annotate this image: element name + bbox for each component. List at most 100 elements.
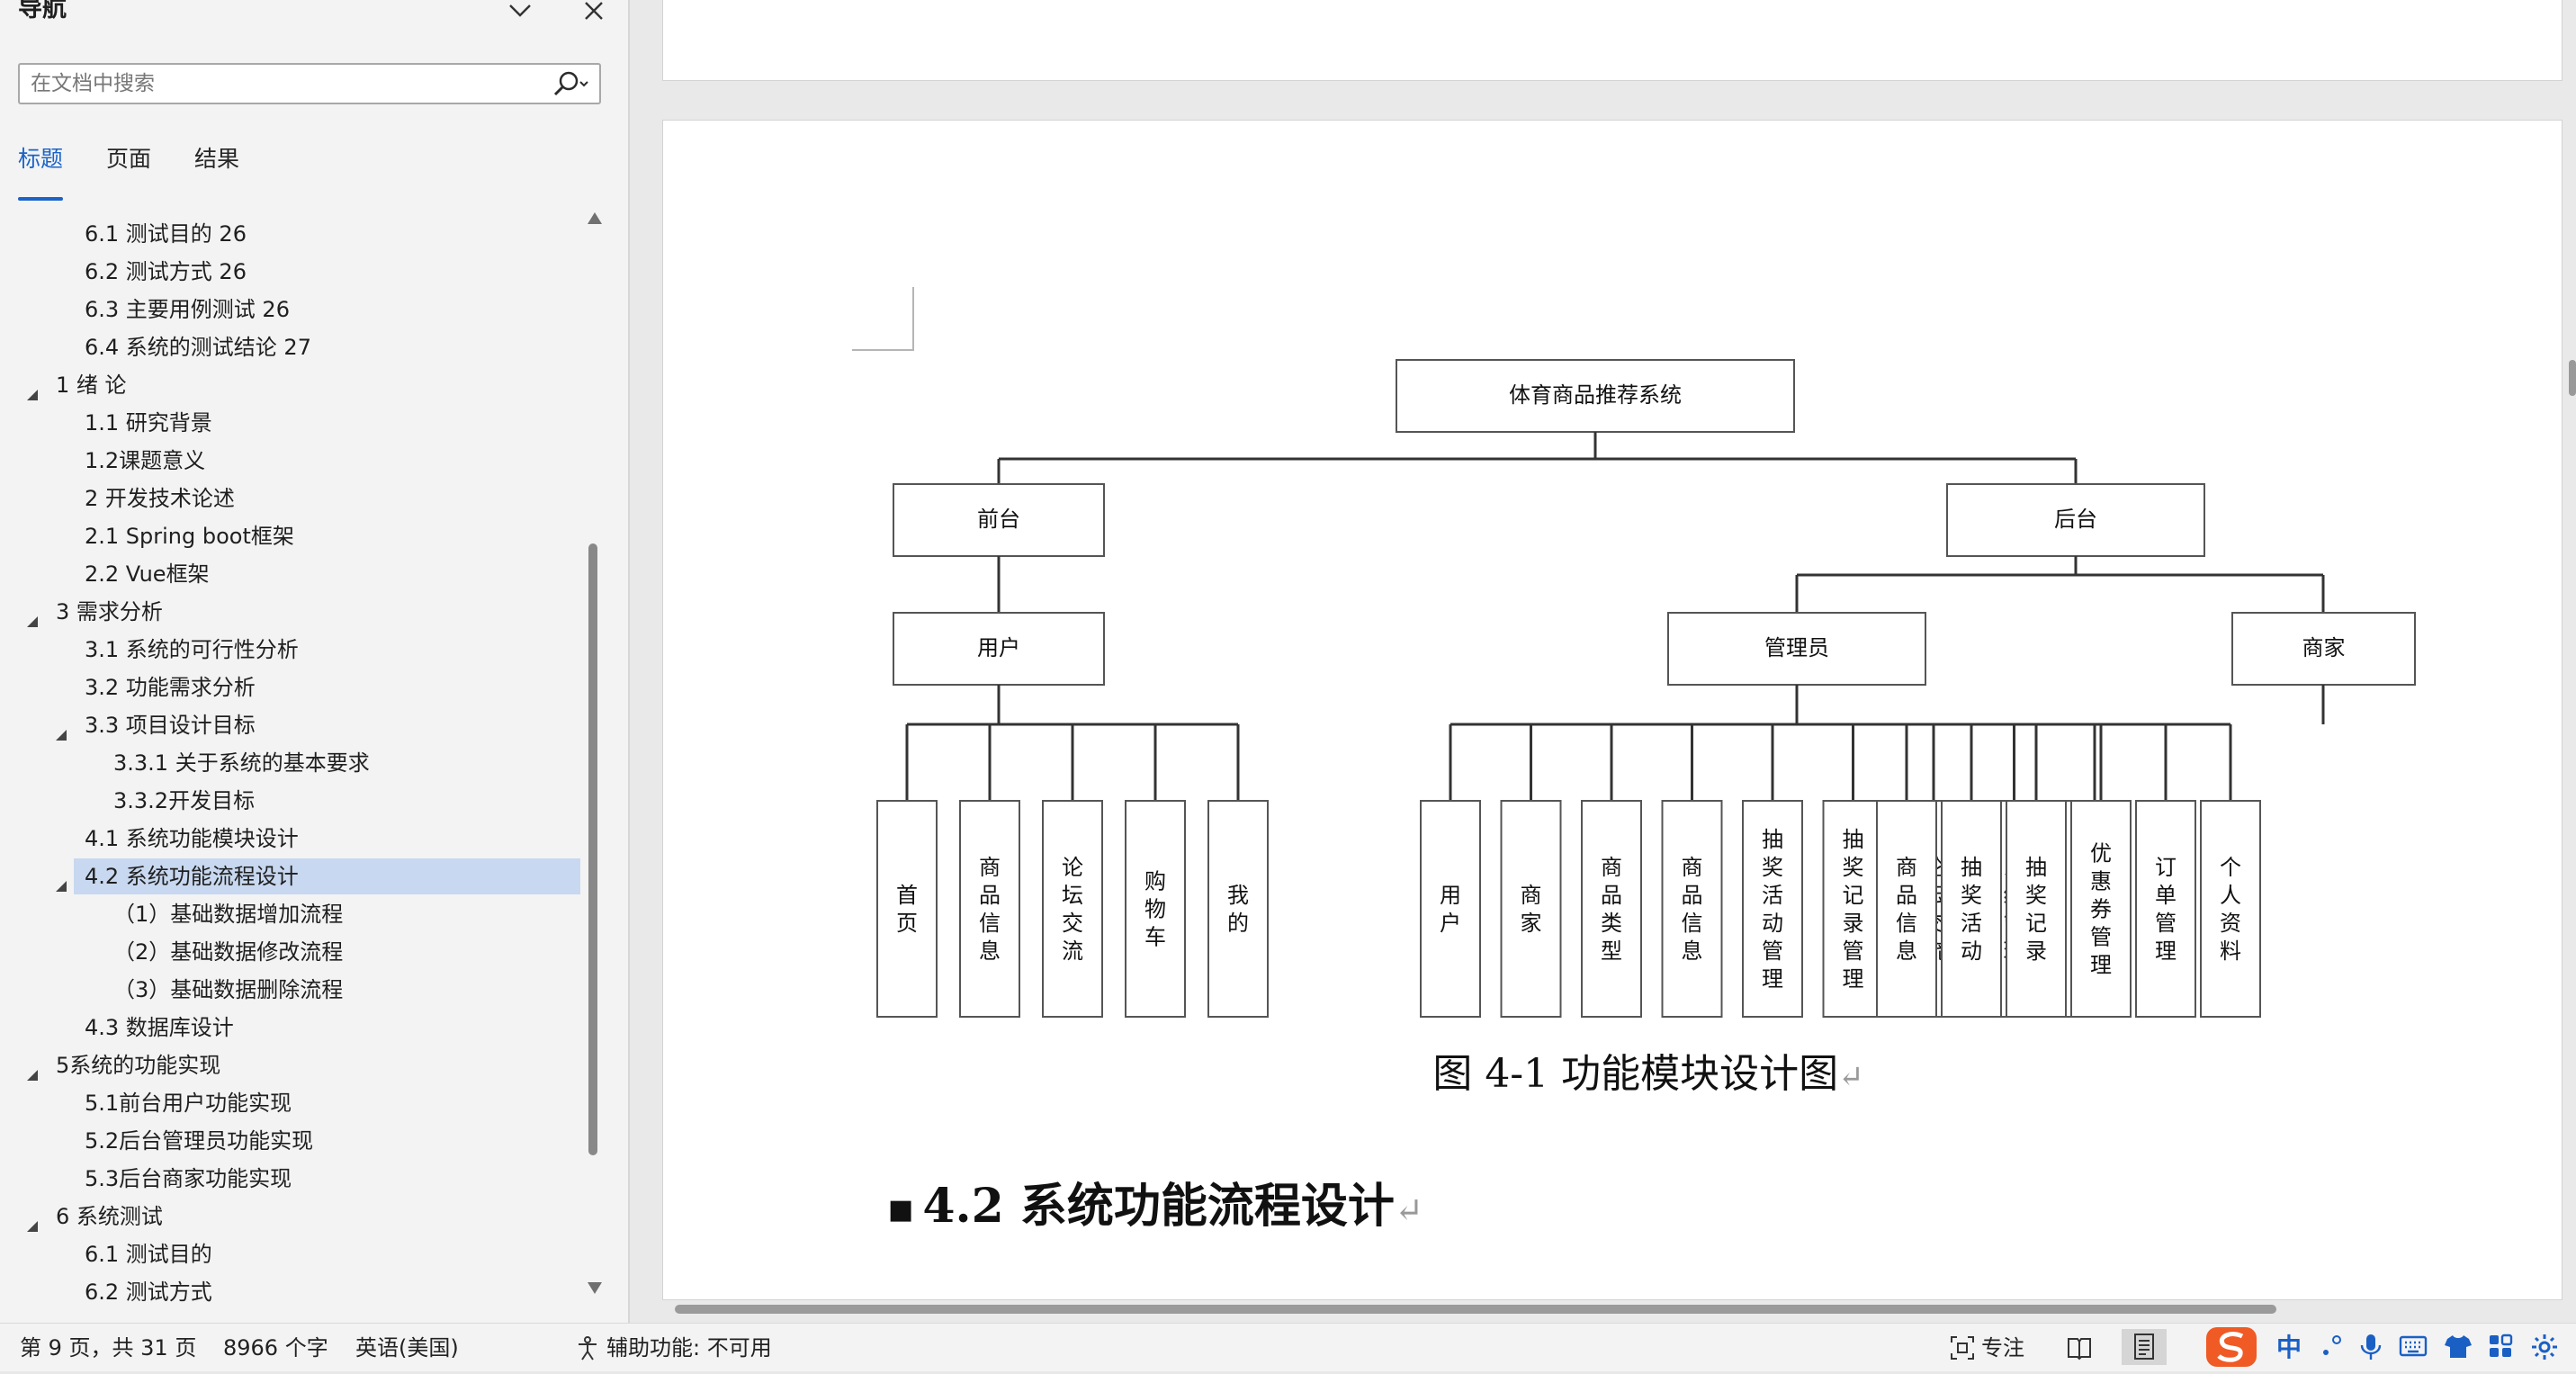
leaf-node	[1042, 800, 1103, 1018]
collapse-triangle-icon[interactable]	[25, 1057, 40, 1093]
outline-item[interactable]: 6.2 测试方式	[0, 1274, 580, 1309]
scroll-up-icon[interactable]	[588, 212, 602, 224]
outline-item[interactable]: 3.3 项目设计目标	[0, 707, 580, 743]
ime-language[interactable]: 中	[2276, 1333, 2302, 1362]
outline-item-label: 3 需求分析	[56, 599, 163, 624]
focus-label[interactable]: 专注	[1981, 1335, 2024, 1361]
tab-results[interactable]: 结果	[194, 146, 240, 172]
sogou-ime-icon[interactable]	[2204, 1325, 2262, 1374]
read-mode-icon[interactable]	[2066, 1334, 2093, 1367]
outline-item[interactable]: 5.3后台商家功能实现	[0, 1161, 580, 1197]
leaf-node-label: 论坛交流	[1062, 855, 1083, 964]
outline-item-label: 4.2 系统功能流程设计	[85, 864, 299, 889]
leaf-node	[1581, 800, 1642, 1018]
outline-item[interactable]: 3.2 功能需求分析	[0, 669, 580, 705]
outline-item[interactable]: 2.2 Vue框架	[0, 556, 580, 592]
chevron-down-icon[interactable]	[502, 0, 538, 27]
tab-pages[interactable]: 页面	[106, 146, 152, 172]
outline-item[interactable]: （3）基础数据删除流程	[0, 972, 580, 1008]
outline-item[interactable]: 6.4 系统的测试结论 27	[0, 329, 580, 365]
outline-item[interactable]: 1.1 研究背景	[0, 405, 580, 441]
vertical-scroll-thumb[interactable]	[2569, 360, 2576, 396]
leaf-node	[959, 800, 1020, 1018]
merchant-node-label: 商家	[2302, 635, 2346, 660]
focus-icon[interactable]	[1949, 1334, 1976, 1367]
punctuation-icon[interactable]	[2318, 1333, 2345, 1365]
heading-bullet: ■	[888, 1193, 914, 1226]
outline-item-label: 6.4 系统的测试结论 27	[85, 335, 311, 360]
outline-item[interactable]: 5.2后台管理员功能实现	[0, 1123, 580, 1159]
outline-item[interactable]: 5系统的功能实现	[0, 1047, 580, 1083]
collapse-triangle-icon[interactable]	[25, 1208, 40, 1244]
previous-page	[662, 0, 2563, 81]
leaf-node	[1742, 800, 1803, 1018]
horizontal-scrollbar[interactable]	[675, 1303, 2564, 1317]
accessibility-icon[interactable]	[574, 1334, 601, 1367]
leaf-node	[1207, 800, 1269, 1018]
outline-item-label: 5.2后台管理员功能实现	[85, 1128, 314, 1154]
scroll-thumb[interactable]	[588, 543, 597, 1155]
settings-icon[interactable]	[2530, 1333, 2559, 1367]
outline-item[interactable]: 3.3.2开发目标	[0, 783, 580, 819]
close-icon[interactable]	[576, 0, 612, 27]
outline-item[interactable]: 4.3 数据库设计	[0, 1010, 580, 1046]
paragraph-mark: ↵	[1838, 1059, 1864, 1095]
outline-item-label: 5.1前台用户功能实现	[85, 1091, 292, 1116]
outline-item[interactable]: 6 系统测试	[0, 1199, 580, 1235]
scroll-down-icon[interactable]	[588, 1282, 602, 1294]
accessibility-status[interactable]: 辅助功能: 不可用	[606, 1335, 772, 1361]
status-bar: 第 9 页，共 31 页 8966 个字 英语(美国) 辅助功能: 不可用 专注…	[0, 1323, 2576, 1371]
outline-item[interactable]: 6.1 测试目的	[0, 1236, 580, 1272]
outline-item[interactable]: 4.2 系统功能流程设计	[0, 858, 580, 894]
outline-item[interactable]: 4.1 系统功能模块设计	[0, 821, 580, 857]
outline-item-label: （3）基础数据删除流程	[113, 977, 344, 1002]
outline-item[interactable]: 2 开发技术论述	[0, 480, 580, 516]
search-box[interactable]	[18, 63, 601, 104]
skin-icon[interactable]	[2444, 1333, 2473, 1365]
outline-item[interactable]: 1.2课题意义	[0, 443, 580, 479]
outline-item[interactable]: 6.2 测试方式 26	[0, 254, 580, 290]
toolbox-icon[interactable]	[2487, 1333, 2514, 1365]
outline-item-label: 4.1 系统功能模块设计	[85, 826, 299, 851]
document-page: 体育商品推荐系统前台后台用户管理员商家首页商品信息论坛交流购物车我的用户商家商品…	[662, 120, 2563, 1300]
function-module-diagram: 体育商品推荐系统前台后台用户管理员商家首页商品信息论坛交流购物车我的用户商家商品…	[876, 359, 2416, 1018]
outline-item[interactable]: （1）基础数据增加流程	[0, 896, 580, 932]
print-layout-icon[interactable]	[2122, 1329, 2167, 1365]
collapse-triangle-icon[interactable]	[54, 868, 68, 904]
leaf-node	[2200, 800, 2261, 1018]
tab-headings[interactable]: 标题	[18, 144, 64, 201]
microphone-icon[interactable]	[2357, 1333, 2384, 1367]
outline-item[interactable]: 6.1 测试目的 26	[0, 216, 580, 252]
outline-item[interactable]: 3.1 系统的可行性分析	[0, 632, 580, 668]
page-info[interactable]: 第 9 页，共 31 页	[20, 1335, 197, 1361]
outline-item[interactable]: 1 绪 论	[0, 367, 580, 403]
leaf-node	[1876, 800, 1937, 1018]
search-input[interactable]	[31, 68, 534, 99]
keyboard-icon[interactable]	[2399, 1333, 2428, 1365]
outline-item[interactable]: 6.3 主要用例测试 26	[0, 292, 580, 328]
outline-item[interactable]: （2）基础数据修改流程	[0, 934, 580, 970]
outline-item-label: 3.3.2开发目标	[113, 788, 256, 813]
margin-corner-mark	[852, 287, 914, 351]
horizontal-scroll-thumb[interactable]	[675, 1305, 2276, 1314]
collapse-triangle-icon[interactable]	[54, 717, 68, 753]
outline-item[interactable]: 2.1 Spring boot框架	[0, 518, 580, 554]
front-node-label: 前台	[977, 507, 1020, 532]
section-heading: ■4.2 系统功能流程设计↵	[888, 1180, 1423, 1237]
collapse-triangle-icon[interactable]	[25, 377, 40, 413]
leaf-node	[1500, 800, 1562, 1018]
outline-item[interactable]: 3 需求分析	[0, 594, 580, 630]
nav-scrollbar[interactable]	[585, 209, 605, 1307]
search-icon[interactable]	[551, 70, 590, 99]
collapse-triangle-icon[interactable]	[25, 604, 40, 640]
leaf-node-label: 个人资料	[2220, 855, 2241, 964]
nav-title: 导航	[18, 0, 67, 22]
figure-caption-text: 图 4-1 功能模块设计图	[1432, 1051, 1839, 1097]
outline-item[interactable]: 3.3.1 关于系统的基本要求	[0, 745, 580, 781]
language[interactable]: 英语(美国)	[355, 1335, 459, 1361]
leaf-node-label: 优惠券管理	[2090, 841, 2112, 978]
outline-item[interactable]: 5.1前台用户功能实现	[0, 1085, 580, 1121]
navigation-pane: 导航 标题 页面 结果 6.1 测试目的 266.2 测试方式 266.3 主要…	[0, 0, 630, 1323]
word-count[interactable]: 8966 个字	[223, 1335, 328, 1361]
